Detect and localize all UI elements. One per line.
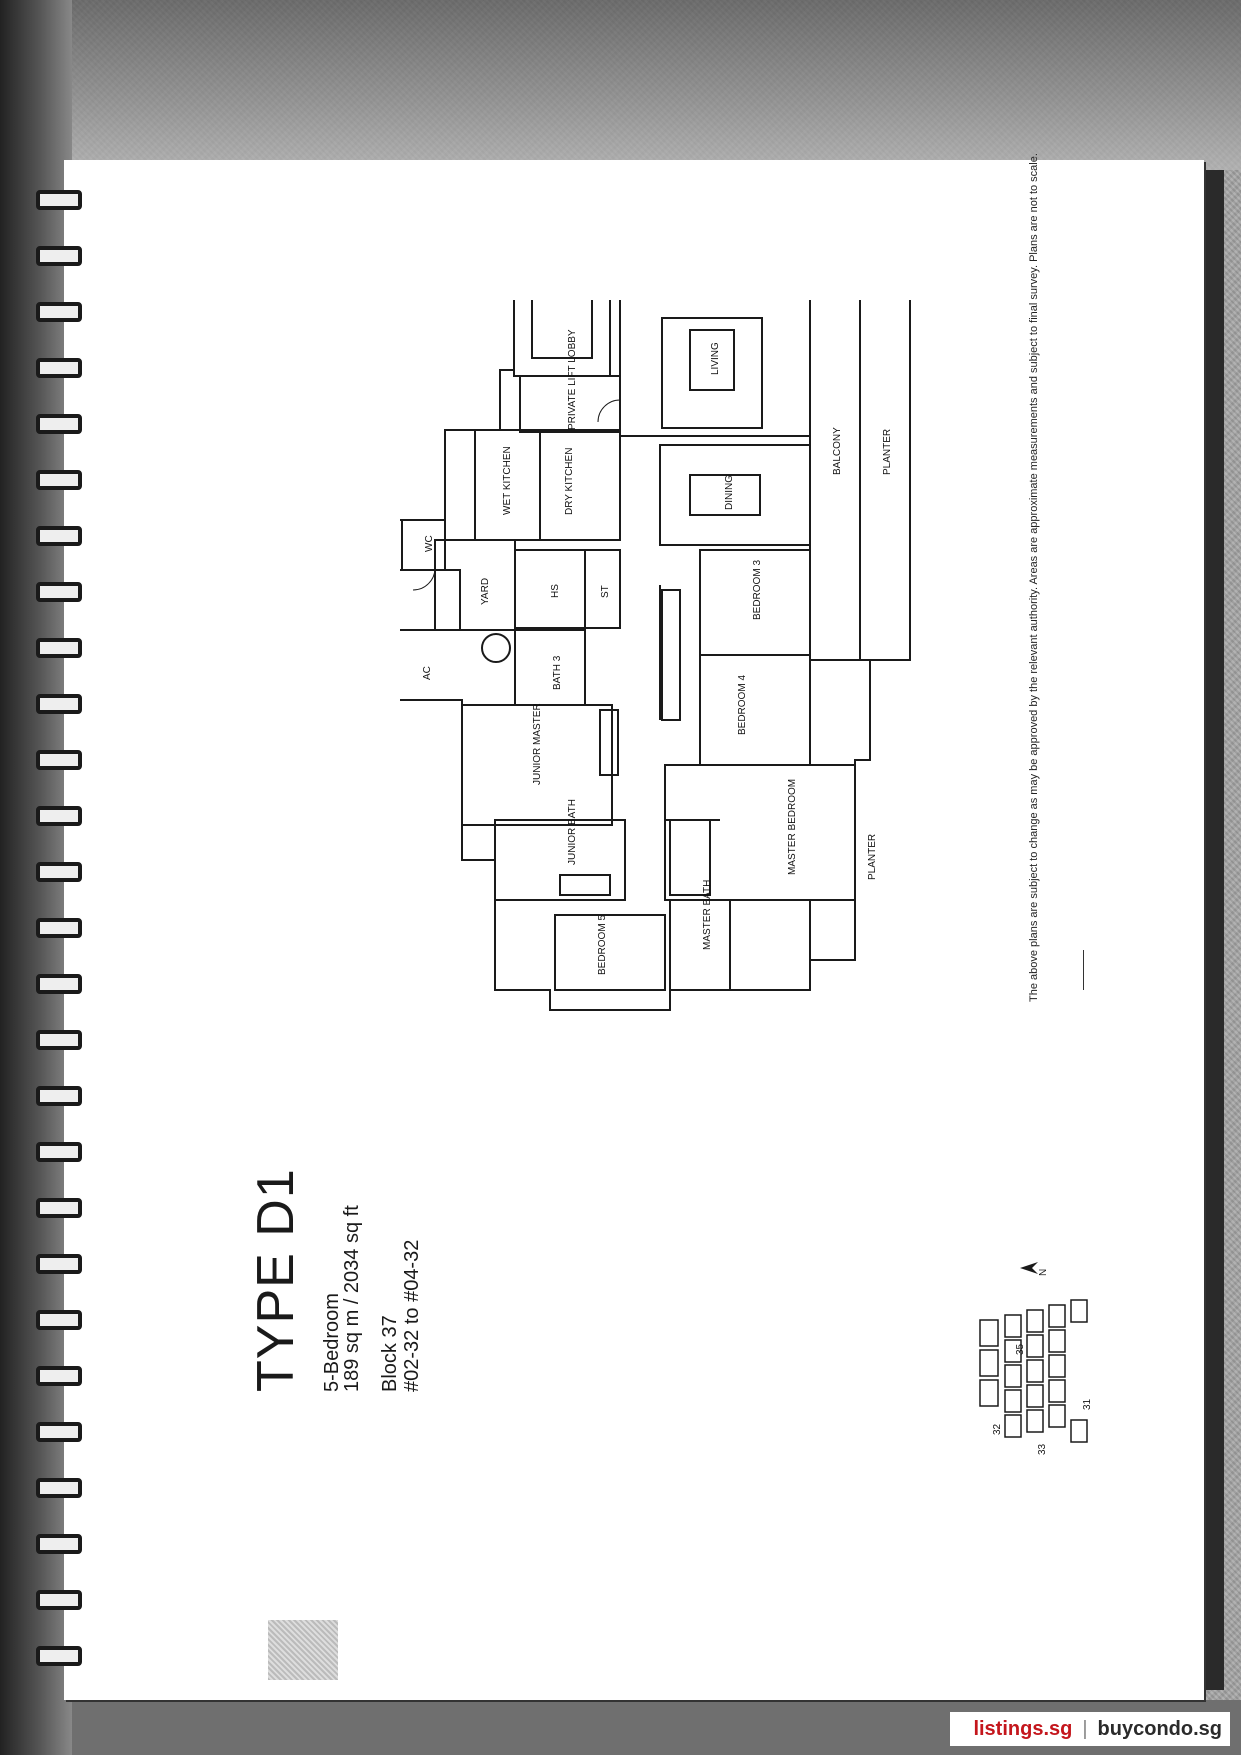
label-junior-bath: JUNIOR BATH <box>567 799 578 865</box>
brochure-page <box>64 160 1204 1700</box>
binder-ring-icon <box>36 806 82 826</box>
binder-ring-icon <box>36 638 82 658</box>
site-key-plan: 37 35 32 31 33 <box>979 1299 1093 1455</box>
label-private-lift-lobby: PRIVATE LIFT LOBBY <box>567 329 578 430</box>
binder-ring-icon <box>36 582 82 602</box>
watermark: listings.sg | buycondo.sg <box>950 1712 1230 1746</box>
binder-ring-icon <box>36 1030 82 1050</box>
binder-ring-icon <box>36 1198 82 1218</box>
binder-ring-icon <box>36 1478 82 1498</box>
label-junior-master: JUNIOR MASTER <box>532 703 543 785</box>
binder-ring-icon <box>36 1142 82 1162</box>
label-bedroom-4: BEDROOM 4 <box>737 675 748 735</box>
label-master-bedroom: MASTER BEDROOM <box>787 779 798 875</box>
label-bedroom-3: BEDROOM 3 <box>752 560 763 620</box>
binder-ring-icon <box>36 1590 82 1610</box>
page-edge-shadow <box>1204 170 1224 1690</box>
binder-rings <box>0 0 140 1755</box>
label-bath-3: BATH 3 <box>552 655 563 690</box>
north-arrow-icon <box>1018 1260 1048 1281</box>
binder-ring-icon <box>36 1086 82 1106</box>
label-wc: WC <box>424 535 435 552</box>
watermark-brand-buycondo[interactable]: buycondo.sg <box>1097 1717 1222 1740</box>
site-label-35: 35 <box>1015 1343 1026 1355</box>
type-title: TYPE D1 <box>247 1168 305 1392</box>
margin-line <box>1083 950 1084 990</box>
label-dry-kitchen: DRY KITCHEN <box>564 448 575 515</box>
unit-range: #02-32 to #04-32 <box>401 1239 423 1392</box>
binder-ring-icon <box>36 358 82 378</box>
disclaimer-note: The above plans are subject to change as… <box>1028 153 1040 1002</box>
label-bedroom-5: BEDROOM 5 <box>597 915 608 975</box>
binder-ring-icon <box>36 1310 82 1330</box>
label-planter-bottom: PLANTER <box>867 834 878 880</box>
label-yard: YARD <box>480 578 491 605</box>
site-label-32: 32 <box>992 1423 1003 1435</box>
binder-ring-icon <box>36 414 82 434</box>
label-master-bath: MASTER BATH <box>702 880 713 950</box>
binder-ring-icon <box>36 862 82 882</box>
binder-ring-icon <box>36 918 82 938</box>
label-st: ST <box>600 585 611 598</box>
block-number: Block 37 <box>379 1315 401 1392</box>
label-living: LIVING <box>710 342 721 375</box>
label-planter-top: PLANTER <box>882 429 893 475</box>
north-label: N <box>1038 1268 1049 1276</box>
binder-ring-icon <box>36 974 82 994</box>
binder-ring-icon <box>36 526 82 546</box>
binder-ring-icon <box>36 1366 82 1386</box>
binder-ring-icon <box>36 1534 82 1554</box>
binder-ring-icon <box>36 246 82 266</box>
binder-ring-icon <box>36 302 82 322</box>
binder-ring-icon <box>36 1254 82 1274</box>
unit-area: 189 sq m / 2034 sq ft <box>341 1205 363 1392</box>
binder-ring-icon <box>36 470 82 490</box>
watermark-separator: | <box>1082 1717 1088 1740</box>
binder-ring-icon <box>36 694 82 714</box>
label-balcony: BALCONY <box>832 427 843 475</box>
site-label-33: 33 <box>1037 1443 1048 1455</box>
scan-top-shadow <box>0 0 1241 170</box>
floor-plan: PRIVATE LIFT LOBBY LIVING DINING BALCONY… <box>400 300 911 1011</box>
binder-ring-icon <box>36 190 82 210</box>
label-dining: DINING <box>724 475 735 510</box>
binder-ring-icon <box>36 1646 82 1666</box>
site-label-31: 31 <box>1082 1398 1093 1410</box>
label-hs: HS <box>550 584 561 598</box>
scan-smudge <box>268 1620 338 1680</box>
watermark-brand-listings[interactable]: listings.sg <box>973 1717 1073 1740</box>
label-wet-kitchen: WET KITCHEN <box>502 446 513 515</box>
label-ac-bottom: AC <box>422 666 433 680</box>
binder-ring-icon <box>36 1422 82 1442</box>
binder-ring-icon <box>36 750 82 770</box>
